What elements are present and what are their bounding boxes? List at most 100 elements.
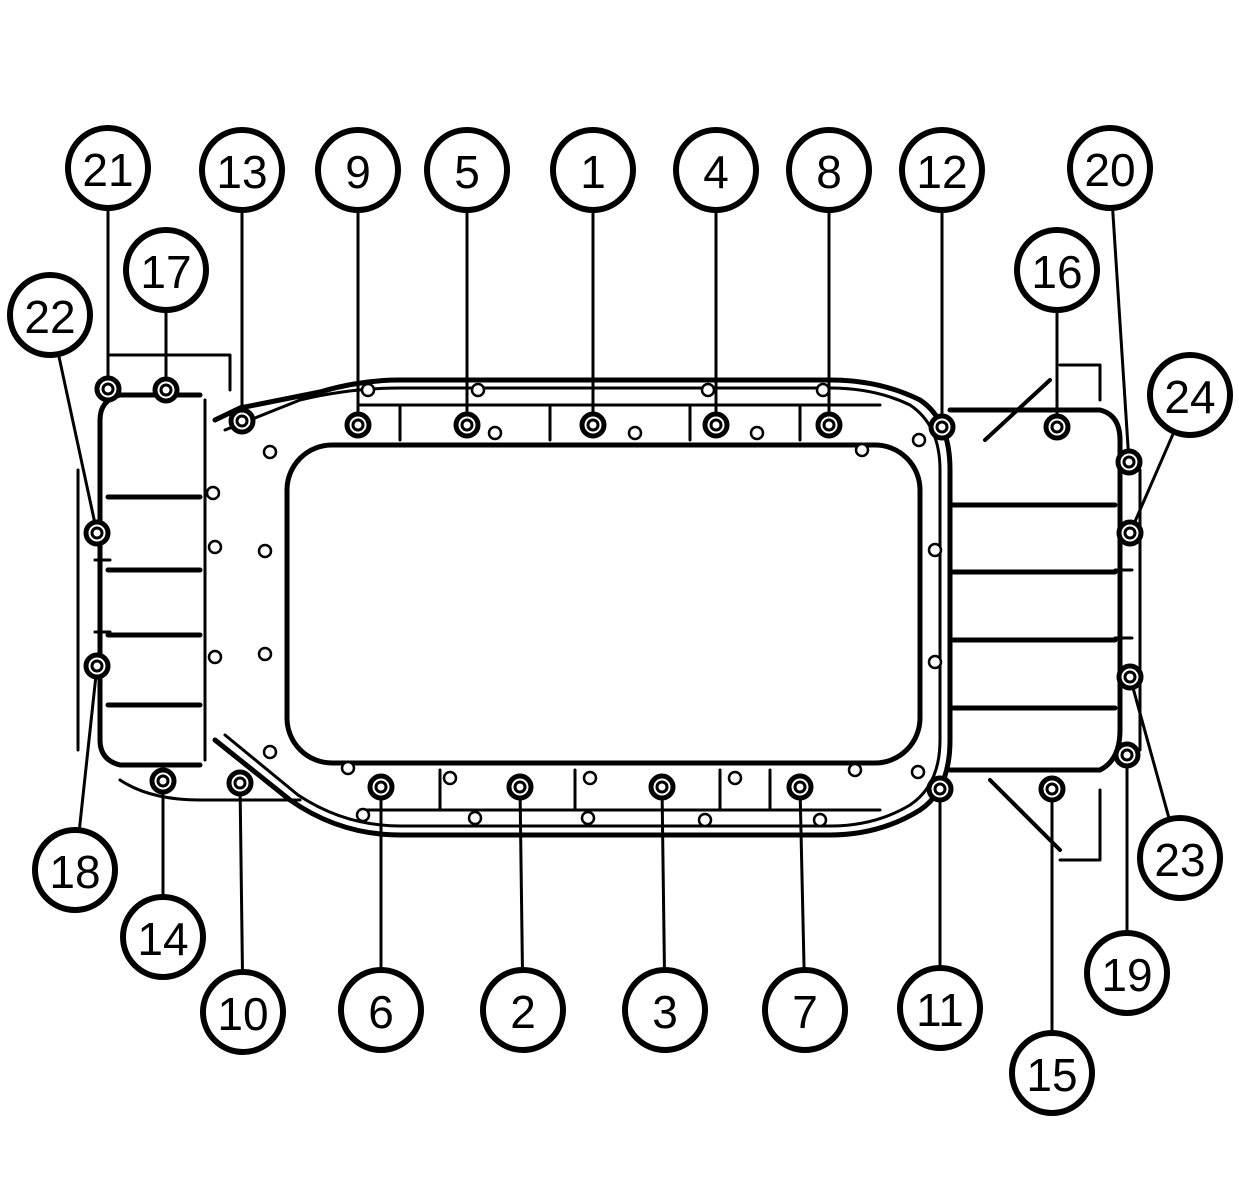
callout-label: 6 bbox=[368, 986, 394, 1038]
flange-hole bbox=[257, 646, 273, 662]
flange-hole bbox=[355, 807, 371, 823]
callout-circle bbox=[1084, 930, 1170, 1016]
bolt-callout-19: 19 bbox=[1084, 741, 1170, 1016]
callout-circle bbox=[480, 967, 566, 1053]
flange-hole bbox=[812, 812, 828, 828]
flange-hole bbox=[340, 760, 356, 776]
bolt-callout-18: 18 bbox=[32, 652, 118, 913]
callout-label: 15 bbox=[1026, 1049, 1077, 1101]
callout-label: 8 bbox=[816, 146, 842, 198]
callout-label: 12 bbox=[916, 146, 967, 198]
leader-line bbox=[1128, 676, 1171, 820]
flange-hole bbox=[700, 382, 716, 398]
callout-label: 4 bbox=[703, 146, 729, 198]
leader-line bbox=[1128, 431, 1176, 534]
callout-circle bbox=[1147, 352, 1233, 438]
bolt-center bbox=[351, 418, 365, 432]
bolt-callout-8: 8 bbox=[786, 127, 872, 439]
flange-hole bbox=[847, 762, 863, 778]
flange-hole bbox=[207, 649, 223, 665]
callout-label: 21 bbox=[82, 144, 133, 196]
callout-label: 23 bbox=[1154, 834, 1205, 886]
flange-hole bbox=[442, 770, 458, 786]
leader-line bbox=[238, 782, 244, 973]
flange-hole bbox=[749, 425, 765, 441]
flange-hole bbox=[257, 543, 273, 559]
flange-hole bbox=[205, 485, 221, 501]
bolt-callout-11: 11 bbox=[897, 775, 983, 1051]
callout-circle bbox=[338, 967, 424, 1053]
bolt-callout-22: 22 bbox=[7, 272, 111, 547]
callout-circle bbox=[120, 894, 206, 980]
callout-circle bbox=[897, 965, 983, 1051]
leader-line bbox=[56, 353, 99, 534]
leader-line bbox=[798, 786, 806, 971]
bolt-center bbox=[1122, 455, 1136, 469]
callout-label: 3 bbox=[652, 986, 678, 1038]
bolt-center bbox=[101, 382, 115, 396]
flange-hole bbox=[360, 382, 376, 398]
flange-hole bbox=[697, 812, 713, 828]
callout-circle bbox=[65, 125, 151, 211]
bolt-center bbox=[822, 418, 836, 432]
bolt-center bbox=[655, 780, 669, 794]
bolt-callout-3: 3 bbox=[622, 773, 708, 1053]
callout-label: 9 bbox=[345, 146, 371, 198]
callout-label: 5 bbox=[454, 146, 480, 198]
flange-hole bbox=[727, 770, 743, 786]
callout-circle bbox=[123, 227, 209, 313]
flange-hole bbox=[854, 442, 870, 458]
bolt-callout-10: 10 bbox=[200, 769, 286, 1055]
bolt-callout-17: 17 bbox=[123, 227, 209, 404]
bolt-callout-24: 24 bbox=[1116, 352, 1233, 547]
callout-label: 17 bbox=[140, 246, 191, 298]
leader-line bbox=[660, 786, 666, 971]
bolt-center bbox=[1050, 420, 1064, 434]
bolt-callout-15: 15 bbox=[1009, 775, 1095, 1116]
callout-circle bbox=[1067, 125, 1153, 211]
callout-circle bbox=[199, 127, 285, 213]
bolt-center bbox=[233, 776, 247, 790]
flange-hole bbox=[467, 810, 483, 826]
callout-circle bbox=[762, 967, 848, 1053]
leader-line bbox=[518, 786, 524, 971]
callout-circle bbox=[673, 127, 759, 213]
bolt-center bbox=[159, 383, 173, 397]
flange-hole bbox=[927, 542, 943, 558]
bolt-center bbox=[586, 418, 600, 432]
leader-line bbox=[1111, 207, 1131, 463]
bolt-center bbox=[935, 420, 949, 434]
bolt-callout-14: 14 bbox=[120, 767, 206, 980]
bolt-callout-1: 1 bbox=[550, 127, 636, 439]
bolt-callout-9: 9 bbox=[315, 127, 401, 439]
callout-circle bbox=[424, 127, 510, 213]
callout-circle bbox=[315, 127, 401, 213]
callout-label: 20 bbox=[1084, 144, 1135, 196]
bolt-callout-20: 20 bbox=[1067, 125, 1153, 476]
callout-label: 11 bbox=[916, 984, 964, 1036]
bolt-callout-21: 21 bbox=[65, 125, 151, 403]
flange-hole bbox=[910, 764, 926, 780]
callout-circle bbox=[32, 827, 118, 913]
bolt-center bbox=[90, 526, 104, 540]
bolt-center bbox=[1120, 748, 1134, 762]
callout-label: 1 bbox=[580, 146, 606, 198]
leader-line bbox=[77, 665, 99, 831]
bolt-center bbox=[235, 414, 249, 428]
callout-circle bbox=[622, 967, 708, 1053]
bolt-center bbox=[709, 418, 723, 432]
flange-hole bbox=[911, 432, 927, 448]
bolt-callout-5: 5 bbox=[424, 127, 510, 439]
callout-label: 22 bbox=[24, 291, 75, 343]
flange-hole bbox=[627, 425, 643, 441]
flange-hole bbox=[580, 810, 596, 826]
flange-hole bbox=[262, 444, 278, 460]
callout-circle bbox=[200, 969, 286, 1055]
oil-pan-outline bbox=[76, 353, 1142, 862]
bolt-center bbox=[156, 774, 170, 788]
bolt-center bbox=[1045, 782, 1059, 796]
callout-circle bbox=[1009, 1030, 1095, 1116]
callout-label: 2 bbox=[510, 986, 536, 1038]
